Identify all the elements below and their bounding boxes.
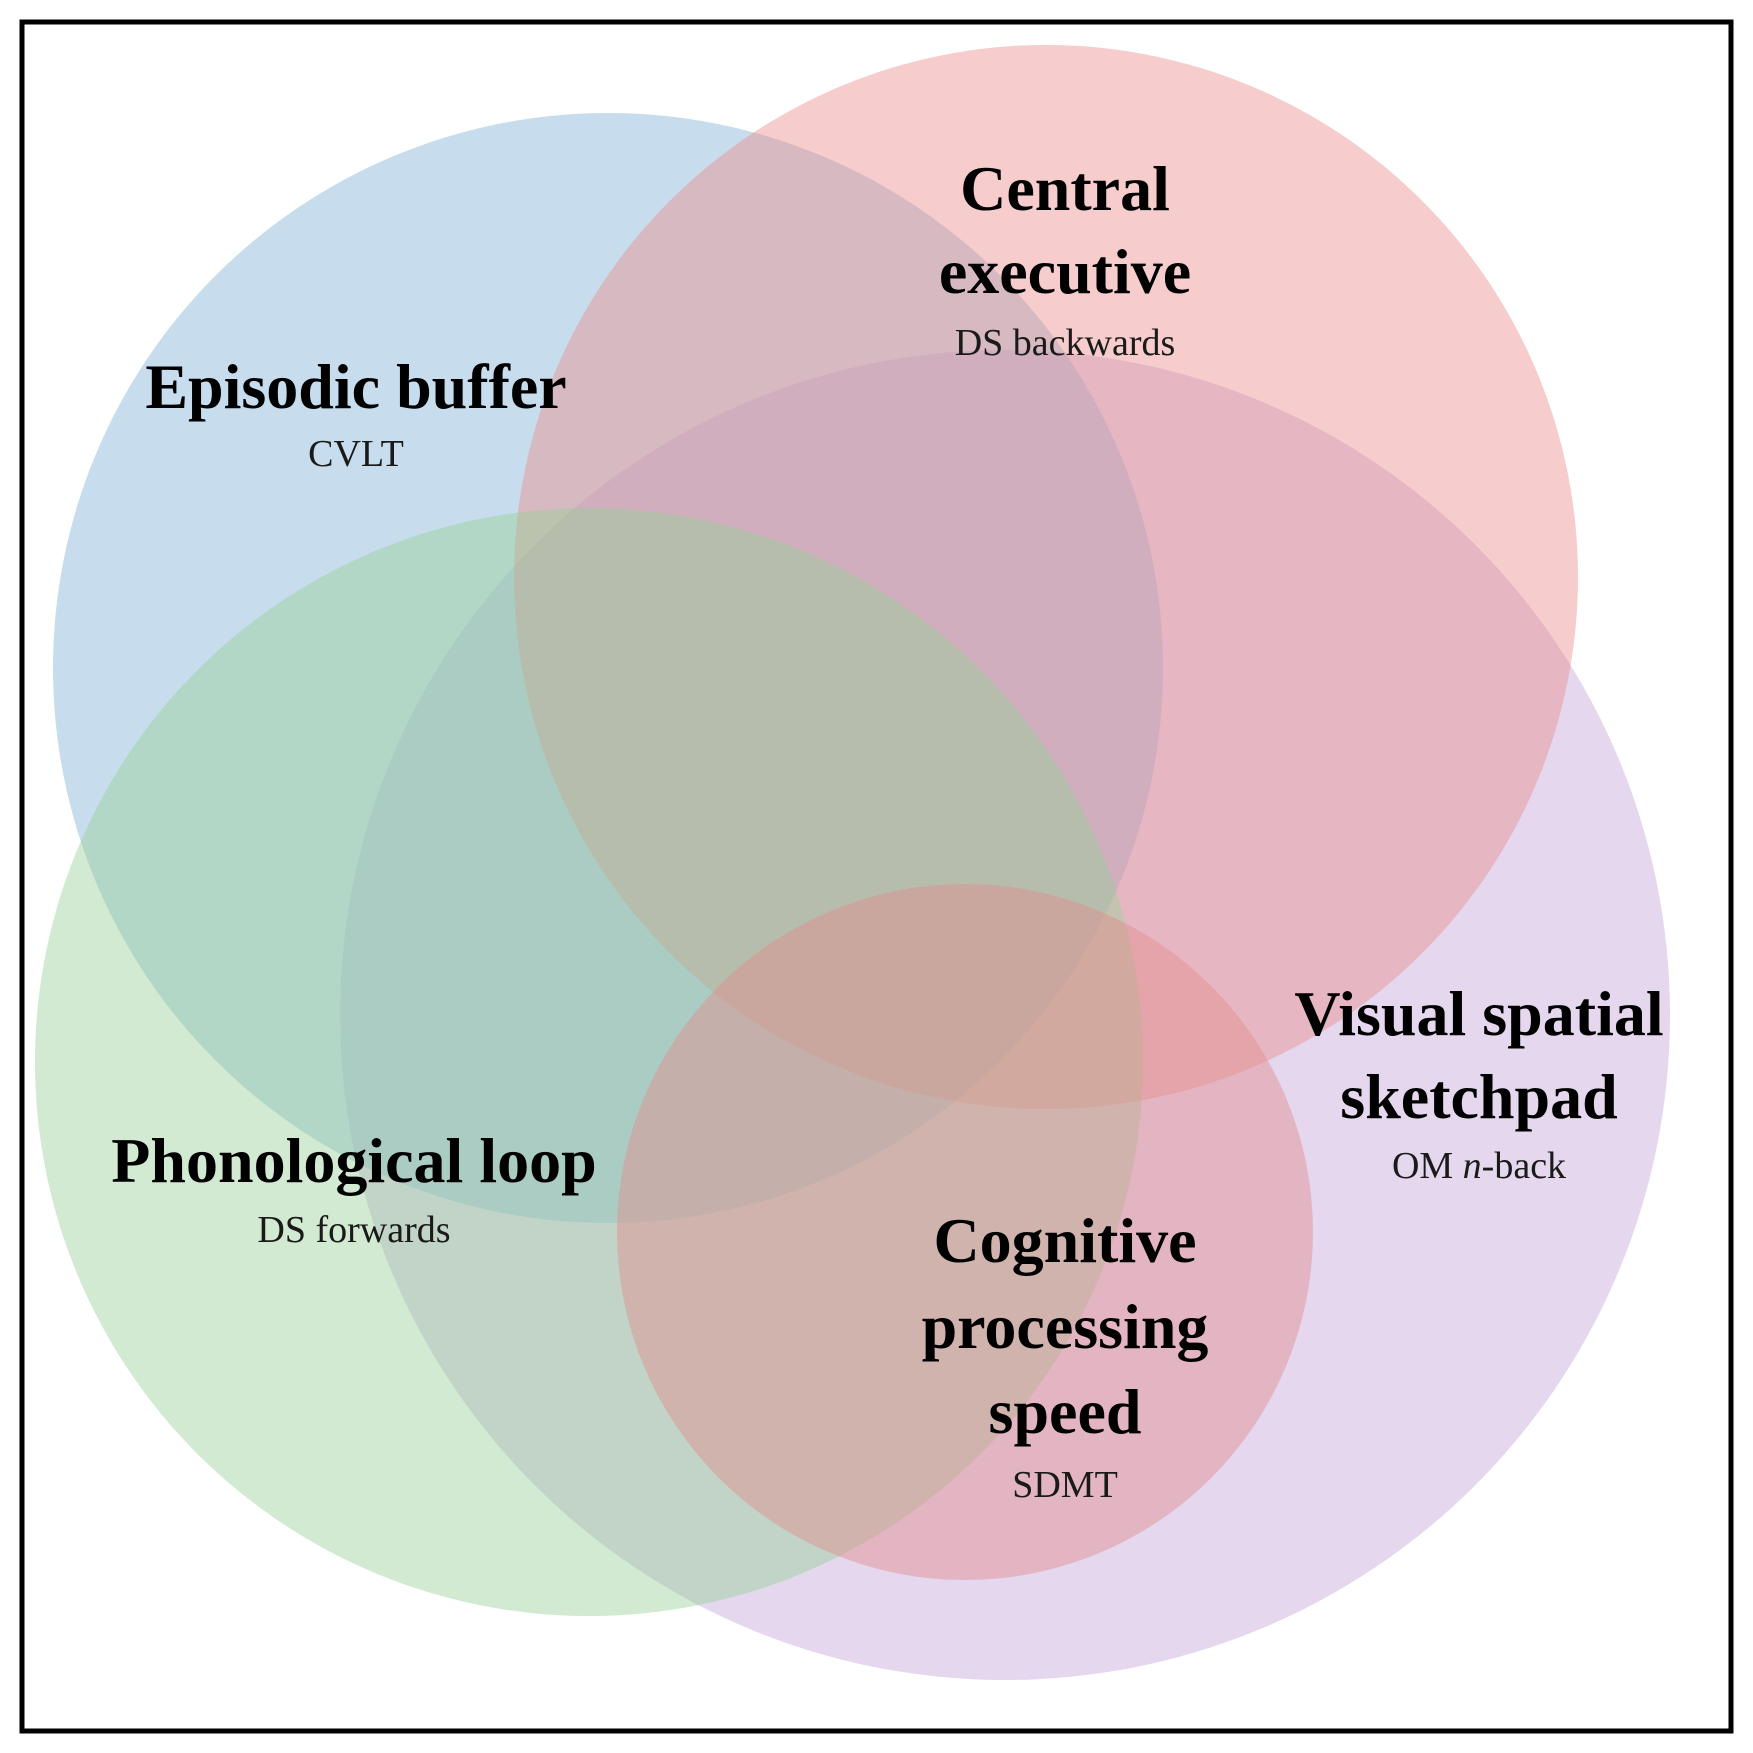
phonological-loop-title: Phonological loop (111, 1125, 596, 1196)
central-executive-title-line-1: Central (960, 153, 1170, 224)
visual-spatial-sketchpad-title-line-2: sketchpad (1340, 1061, 1617, 1132)
circle-cognitive-processing-speed (617, 884, 1313, 1580)
episodic-buffer-title: Episodic buffer (145, 351, 566, 422)
visual-spatial-sketchpad-test: OM n-back (1392, 1145, 1566, 1187)
label-visual-spatial-sketchpad: Visual spatial sketchpad OM n-back (1294, 978, 1663, 1187)
label-central-executive: Central executive DS backwards (939, 153, 1191, 364)
phonological-loop-test: DS forwards (257, 1209, 450, 1251)
cognitive-processing-speed-title-line-2: processing (922, 1291, 1209, 1362)
central-executive-title-line-2: executive (939, 236, 1191, 307)
back-text: -back (1482, 1145, 1566, 1187)
label-episodic-buffer: Episodic buffer CVLT (145, 351, 566, 475)
circle-central-executive (514, 45, 1578, 1109)
label-phonological-loop: Phonological loop DS forwards (111, 1125, 596, 1251)
circles (35, 45, 1670, 1680)
cognitive-processing-speed-title-line-1: Cognitive (933, 1205, 1196, 1276)
episodic-buffer-test: CVLT (308, 433, 404, 475)
cognitive-processing-speed-title-line-3: speed (989, 1376, 1142, 1447)
label-cognitive-processing-speed: Cognitive processing speed SDMT (922, 1205, 1209, 1506)
visual-spatial-sketchpad-title-line-1: Visual spatial (1294, 978, 1663, 1049)
circle-phonological-loop (35, 508, 1143, 1616)
diagram-frame (19, 19, 1734, 1734)
n-text: n (1463, 1145, 1482, 1187)
om-text: OM (1392, 1145, 1463, 1187)
cognitive-processing-speed-test: SDMT (1012, 1464, 1118, 1506)
circle-episodic-buffer (53, 113, 1163, 1223)
central-executive-test: DS backwards (955, 322, 1176, 364)
